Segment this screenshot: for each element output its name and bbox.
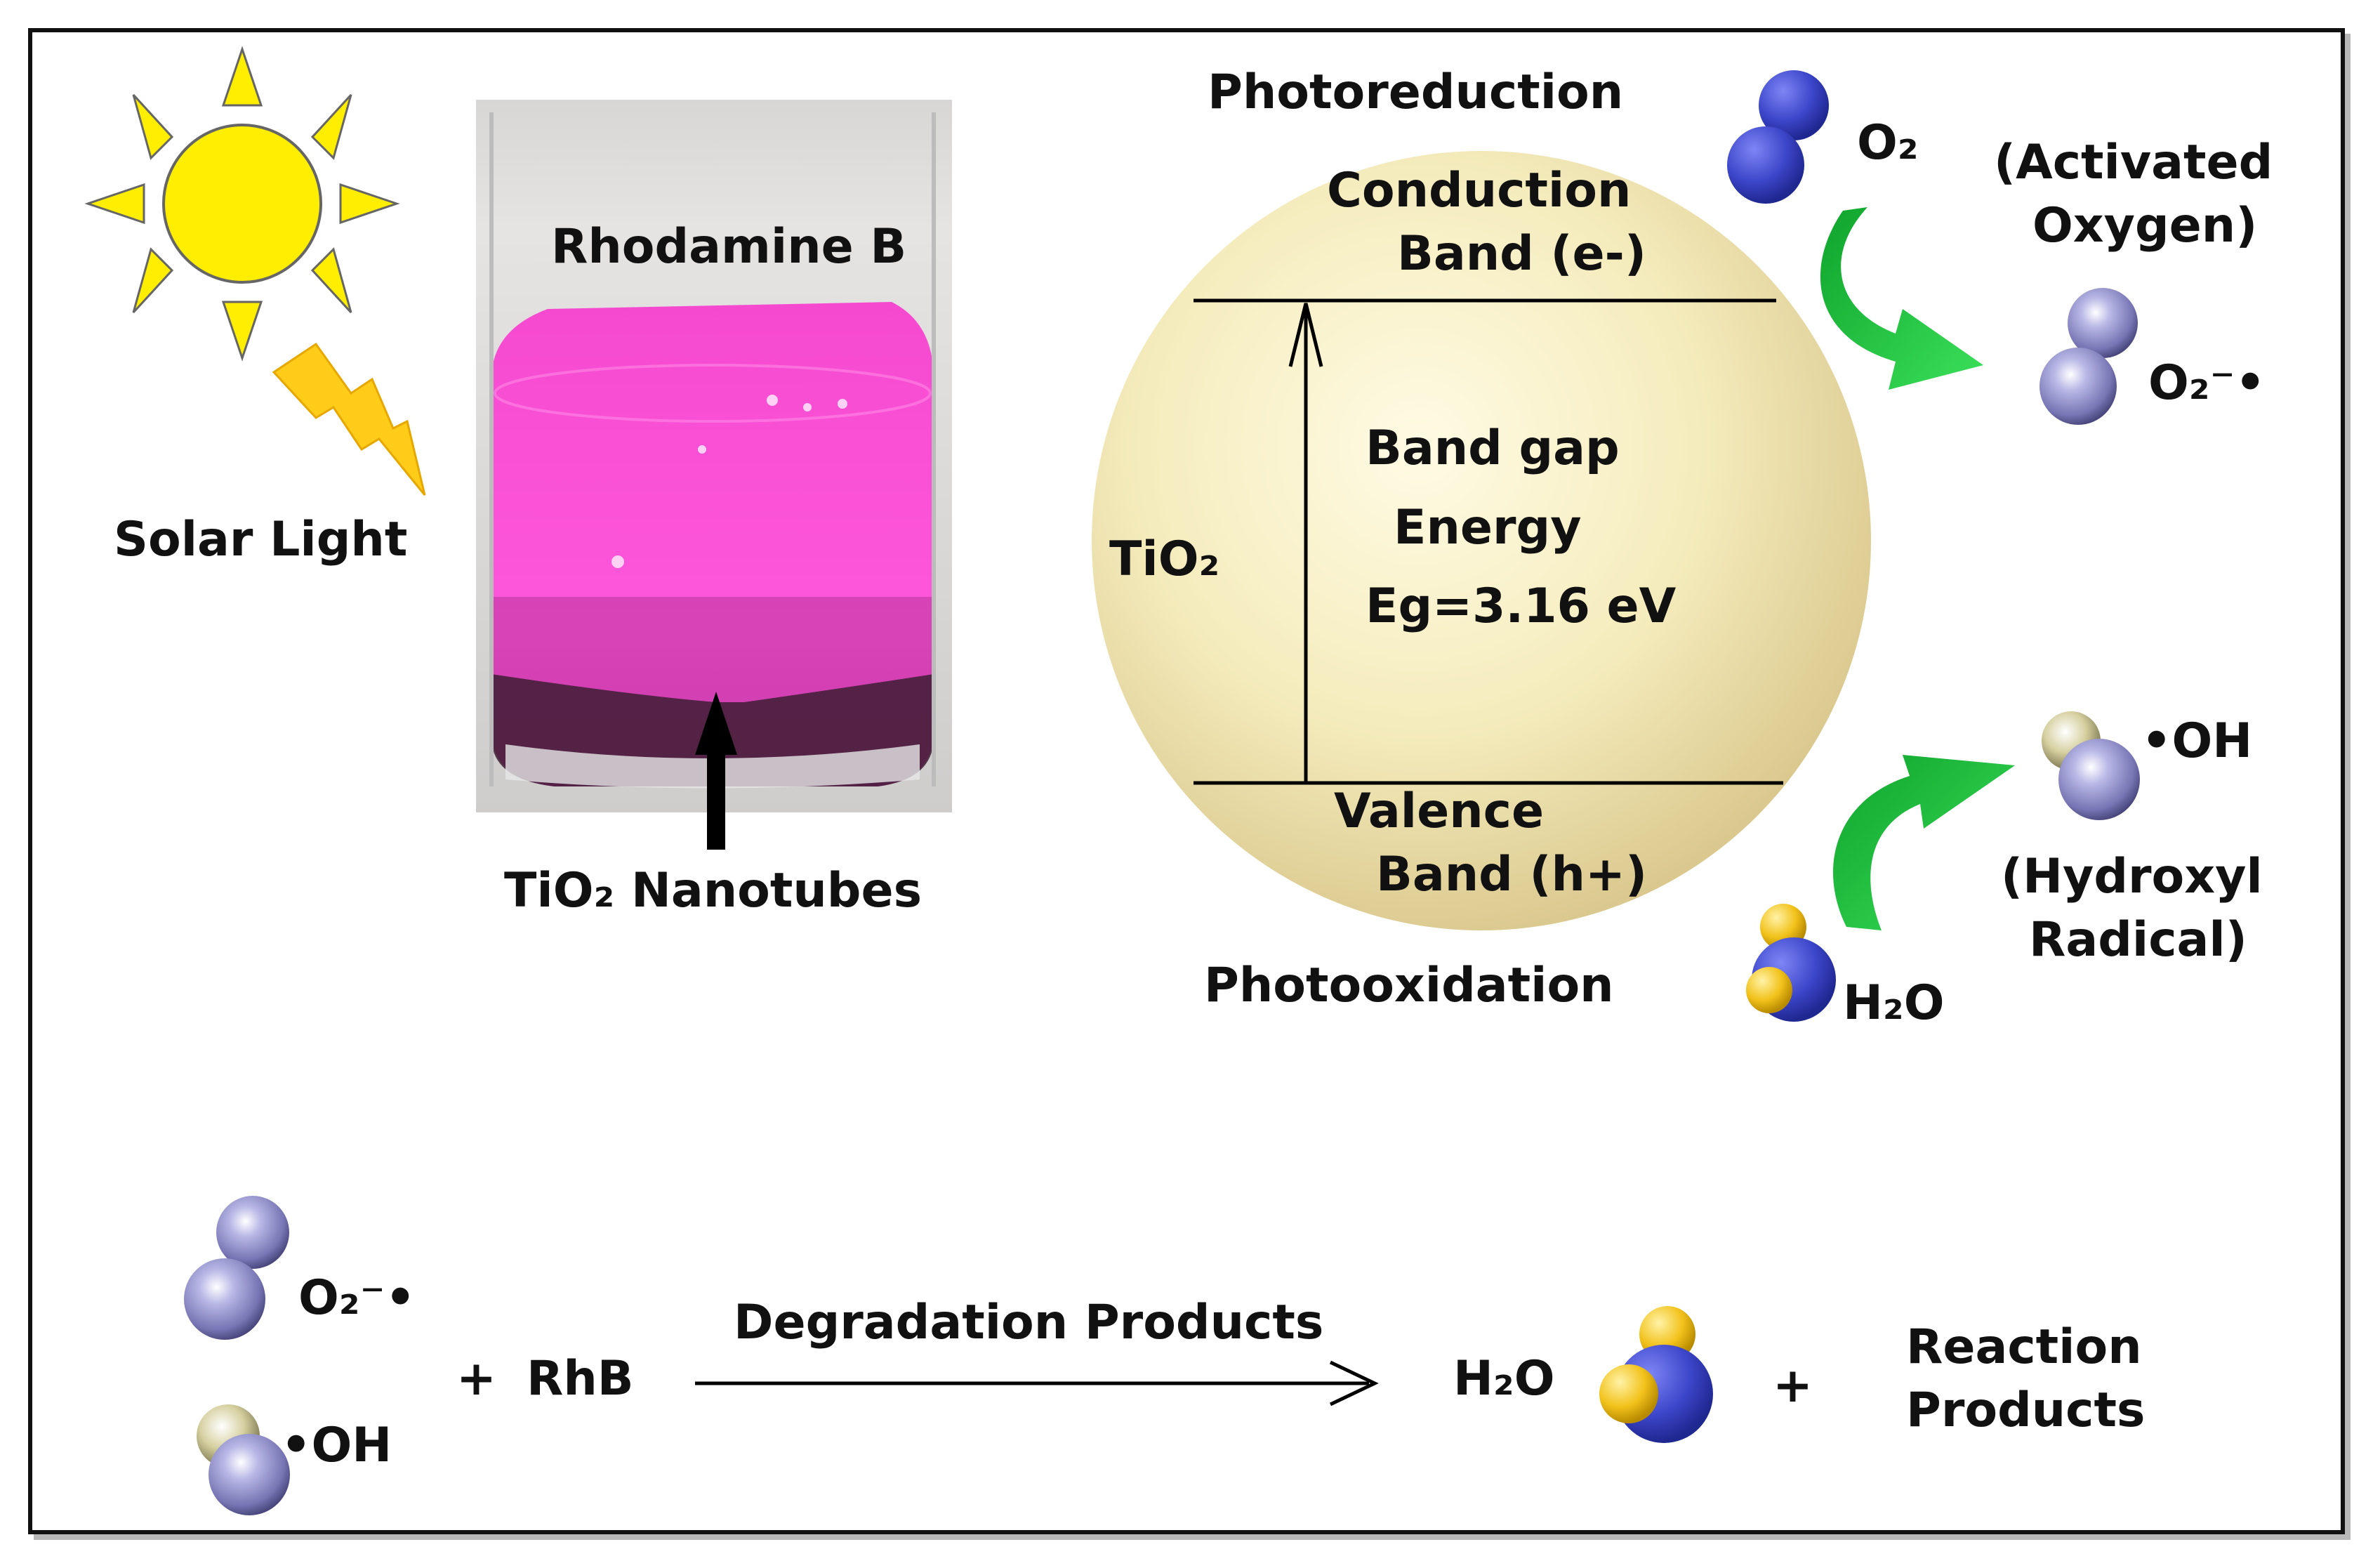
band-gap-label-line1: Band gap bbox=[1366, 421, 1620, 476]
tio2-nanotubes-label: TiO₂ Nanotubes bbox=[504, 863, 923, 918]
curved-arrow-top-icon bbox=[1820, 207, 1983, 390]
photoreduction-label: Photoreduction bbox=[1208, 65, 1624, 120]
valence-band-label-line2: Band (h+) bbox=[1376, 847, 1648, 902]
reaction-superoxide-icon bbox=[184, 1196, 289, 1340]
hydroxyl-molecule-icon bbox=[2042, 711, 2140, 820]
tio2-sphere-label: TiO₂ bbox=[1109, 532, 1220, 587]
conduction-band-label-line2: Band (e-) bbox=[1397, 226, 1646, 282]
reaction-hydroxyl-icon bbox=[197, 1404, 290, 1515]
reaction-rhb-label: RhB bbox=[527, 1351, 634, 1406]
reaction-water-icon bbox=[1599, 1306, 1713, 1443]
tio2-sphere bbox=[1092, 151, 1871, 930]
rhodamine-vial-photo bbox=[476, 100, 952, 812]
reaction-hydroxyl-label: •OH bbox=[281, 1418, 392, 1473]
hydroxyl-radical-label-line1: (Hydroxyl bbox=[2001, 849, 2263, 904]
lightning-bolt-icon bbox=[272, 342, 426, 496]
conduction-band-label-line1: Conduction bbox=[1327, 163, 1632, 218]
reaction-arrow-label: Degradation Products bbox=[734, 1295, 1324, 1350]
reaction-arrow bbox=[695, 1360, 1379, 1406]
reaction-plus-1: + bbox=[456, 1351, 496, 1406]
reaction-products-label-line1: Reaction bbox=[1906, 1319, 2142, 1375]
superoxide-label: O₂⁻• bbox=[2148, 355, 2266, 411]
activated-oxygen-label-line2: Oxygen) bbox=[2032, 198, 2258, 253]
water-molecule-icon bbox=[1746, 904, 1836, 1022]
nanotubes-pointer-arrow bbox=[695, 692, 737, 850]
photooxidation-label: Photooxidation bbox=[1204, 958, 1614, 1013]
solar-light-label: Solar Light bbox=[114, 512, 408, 567]
o2-molecule-icon bbox=[1727, 70, 1829, 204]
hydroxyl-label: •OH bbox=[2141, 713, 2253, 769]
reaction-plus-2: + bbox=[1773, 1358, 1813, 1414]
h2o-label: H₂O bbox=[1843, 975, 1945, 1031]
reaction-products-label-line2: Products bbox=[1906, 1383, 2146, 1438]
sun-icon bbox=[84, 46, 400, 362]
hydroxyl-radical-label-line2: Radical) bbox=[2029, 912, 2247, 968]
reaction-superoxide-label: O₂⁻• bbox=[298, 1270, 416, 1326]
figure-frame bbox=[28, 28, 2345, 1534]
band-gap-arrow bbox=[1288, 303, 1323, 783]
reaction-h2o-label: H₂O bbox=[1453, 1351, 1555, 1406]
superoxide-molecule-icon bbox=[2039, 288, 2138, 425]
band-gap-value: Eg=3.16 eV bbox=[1366, 579, 1677, 634]
o2-label: O₂ bbox=[1857, 115, 1919, 171]
activated-oxygen-label-line1: (Activated bbox=[1994, 135, 2273, 190]
curved-arrow-bottom-icon bbox=[1832, 755, 2015, 930]
valence-band-label-line1: Valence bbox=[1334, 784, 1545, 839]
band-gap-label-line2: Energy bbox=[1394, 500, 1582, 555]
rhodamine-b-label: Rhodamine B bbox=[551, 219, 907, 275]
